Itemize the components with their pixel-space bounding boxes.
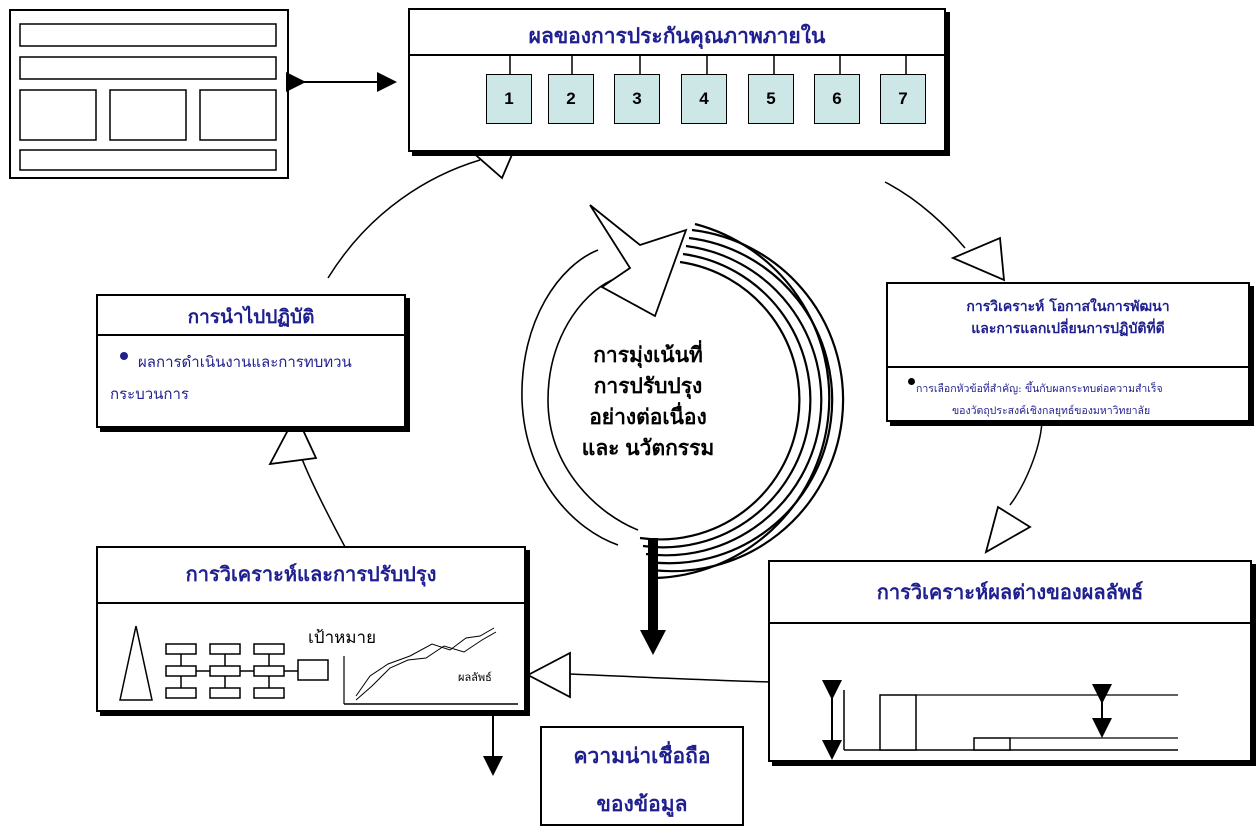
reliability-line-2: ของข้อมูล: [596, 793, 688, 816]
analysis-improvement-divider: [98, 602, 524, 604]
implementation-bullet-1: ผลการดำเนินงานและการทบทวน: [138, 354, 352, 371]
qa-item-2: 2: [548, 74, 594, 124]
target-label: เป้าหมาย: [308, 628, 377, 647]
center-line-4: และ นวัตกรรม: [581, 437, 715, 460]
opportunity-analysis-divider: [888, 366, 1248, 368]
gap-analysis-divider: [770, 622, 1250, 624]
implementation-title: การนำไปปฏิบัติ: [187, 306, 315, 328]
analysis-improvement-title: การวิเคราะห์และการปรับปรุง: [185, 562, 437, 586]
center-line-2: การปรับปรุง: [593, 375, 703, 398]
qa-item-5: 5: [748, 74, 794, 124]
center-line-1: การมุ่งเน้นที่: [593, 344, 703, 367]
implementation-box: การนำไปปฏิบัติ ผลการดำเนินงานและการทบทวน…: [96, 294, 406, 428]
qa-results-box: ผลของการประกันคุณภาพภายใน 1 2 3 4 5 6 7: [408, 8, 946, 152]
continuous-improvement-cycle-arrow: [521, 204, 845, 580]
qa-results-divider: [410, 54, 944, 56]
qa-item-1: 1: [486, 74, 532, 124]
reliability-line-1: ความน่าเชื่อถือ: [573, 745, 711, 768]
qa-item-4: 4: [681, 74, 727, 124]
bullet-dot: [120, 352, 128, 360]
qa-item-6: 6: [814, 74, 860, 124]
down-arrow-icon: [640, 538, 666, 655]
data-reliability-box: ความน่าเชื่อถือ ของข้อมูล: [540, 726, 744, 826]
result-label: ผลลัพธ์: [458, 672, 492, 684]
cycle-arrowheads: [268, 134, 1032, 699]
opportunity-analysis-title-1: การวิเคราะห์ โอกาสในการพัฒนา: [966, 299, 1170, 315]
analysis-improvement-box: การวิเคราะห์และการปรับปรุง เป้าหมาย ผลลั…: [96, 546, 526, 712]
opportunity-analysis-bullet-2: ของวัตถุประสงค์เชิงกลยุทธ์ของมหาวิทยาลัย: [952, 405, 1151, 417]
opportunity-analysis-bullet-1: การเลือกหัวข้อที่สำคัญ: ขึ้นกับผลกระทบต่…: [916, 383, 1163, 395]
document-wireframe: [9, 9, 289, 179]
improvement-drawing: [119, 625, 518, 705]
bullet-dot: [908, 378, 915, 385]
qa-item-7: 7: [880, 74, 926, 124]
item-connectors: [509, 54, 907, 74]
gap-drawing: [822, 680, 1178, 760]
implementation-bullet-2: กระบวนการ: [110, 386, 189, 403]
implementation-divider: [98, 334, 404, 336]
gap-analysis-box: การวิเคราะห์ผลต่างของผลลัพธ์: [768, 560, 1252, 762]
center-line-3: อย่างต่อเนื่อง: [589, 406, 707, 429]
center-focus-text: การมุ่งเน้นที่ การปรับปรุง อย่างต่อเนื่อ…: [548, 340, 748, 464]
gap-analysis-title: การวิเคราะห์ผลต่างของผลลัพธ์: [876, 580, 1144, 604]
opportunity-analysis-box: การวิเคราะห์ โอกาสในการพัฒนา และการแลกเป…: [886, 282, 1250, 422]
qa-results-title: ผลของการประกันคุณภาพภายใน: [528, 23, 826, 48]
qa-item-3: 3: [614, 74, 660, 124]
opportunity-analysis-title-2: และการแลกเปลี่ยนการปฏิบัติที่ดี: [971, 321, 1165, 337]
